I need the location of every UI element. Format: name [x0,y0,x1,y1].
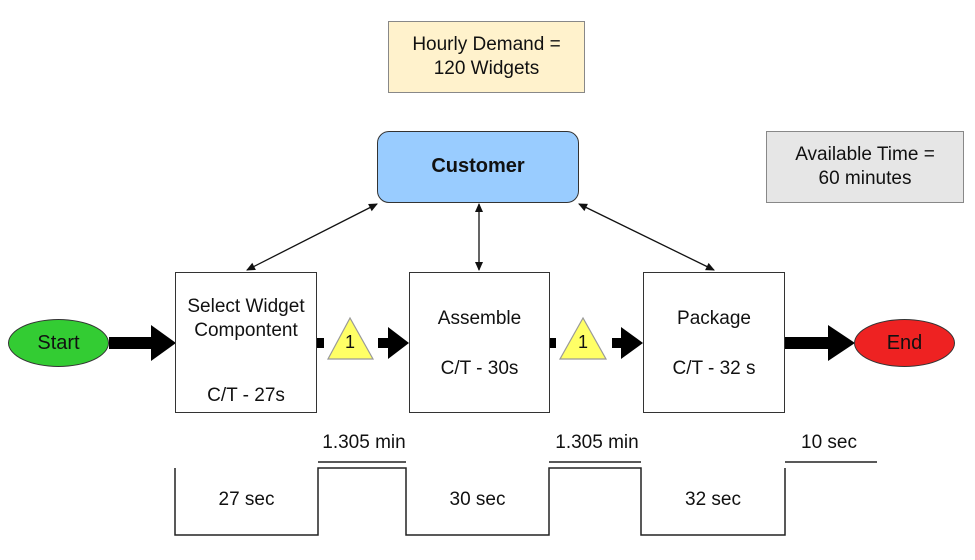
start-label: Start [37,331,80,354]
timeline-process-2: 30 sec [449,489,506,510]
inventory-triangle-1 [326,316,375,360]
timeline-wait-2: 1.305 min [555,432,639,453]
inventory-count-2: 1 [577,332,588,352]
start-node[interactable]: Start [8,319,109,367]
timeline-wait-1: 1.305 min [322,432,406,453]
available-time-line2: 60 minutes [818,168,912,189]
process-name-line1: Select Widget [187,296,305,317]
customer-link-select [246,203,378,271]
timeline-wait-3: 10 sec [801,432,857,453]
process-name: Assemble [437,308,522,329]
end-label: End [886,331,923,354]
customer-node[interactable]: Customer [377,131,579,203]
process-package[interactable]: Package C/T - 32 s [643,272,785,413]
inventory-triangle-2 [558,316,608,360]
push-arrow-end [785,325,855,361]
end-node[interactable]: End [854,319,955,367]
available-time-box: Available Time = 60 minutes [766,131,964,203]
process-name-line2: Compontent [194,320,298,342]
hourly-demand-line1: Hourly Demand = [412,33,561,55]
process-select-widget[interactable]: Select Widget Compontent C/T - 27s [175,272,317,413]
process-name: Package [677,308,751,329]
available-time-line1: Available Time = [795,143,935,165]
push-arrow-start [109,325,176,361]
push-arrow-1 [317,327,409,359]
customer-link-package [578,203,715,271]
process-cycle-time: C/T - 30s [440,358,519,380]
hourly-demand-box: Hourly Demand = 120 Widgets [388,21,585,93]
process-assemble[interactable]: Assemble C/T - 30s [409,272,550,413]
timeline-process-1: 27 sec [218,489,275,510]
process-cycle-time: C/T - 27s [207,384,285,406]
push-arrow-2 [550,327,643,359]
process-name: Select Widget Compontent [187,295,304,344]
inventory-count-1: 1 [344,332,355,352]
timeline-ladder [174,461,877,536]
timeline-process-3: 32 sec [685,489,741,510]
customer-label: Customer [431,155,525,178]
process-cycle-time: C/T - 32 s [672,358,756,380]
hourly-demand-line2: 120 Widgets [433,58,540,79]
